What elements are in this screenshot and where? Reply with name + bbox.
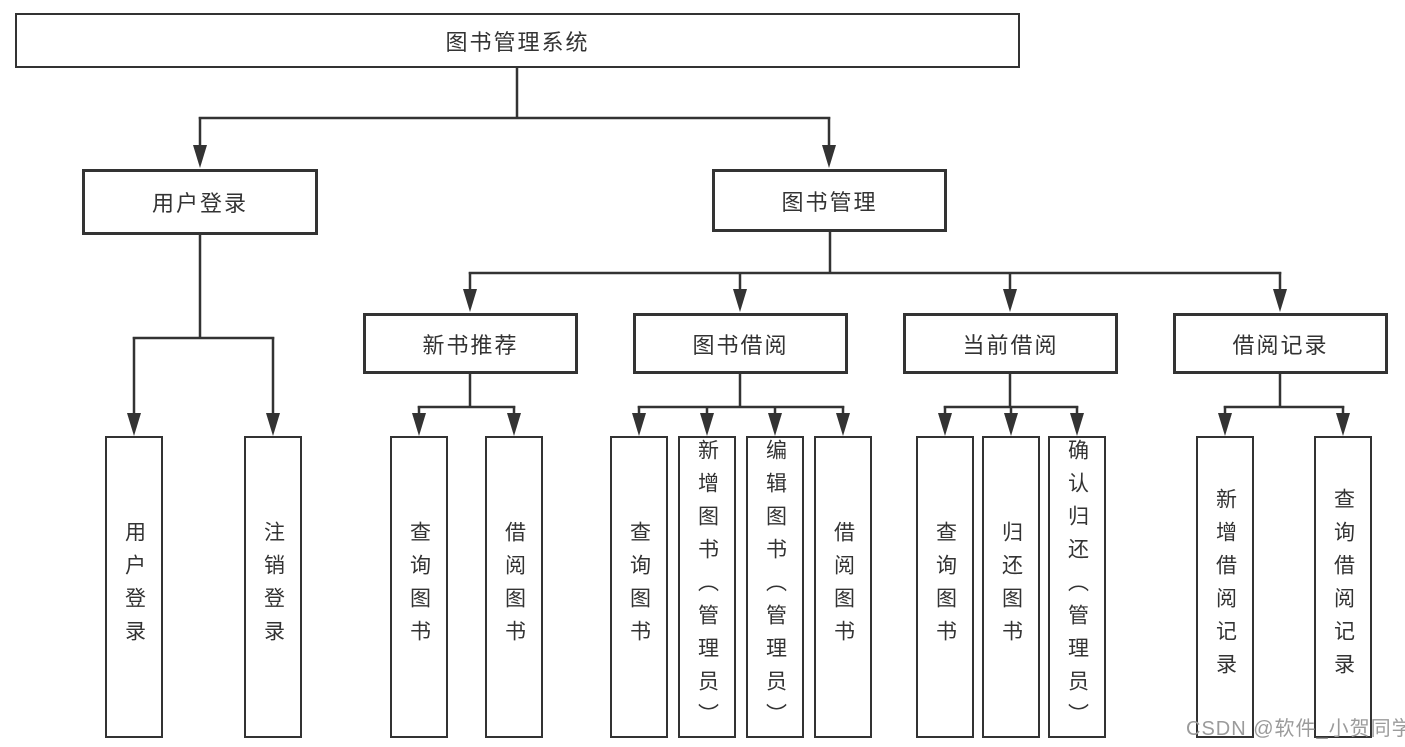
arrowhead-down (1003, 289, 1017, 312)
arrowhead-down (193, 145, 207, 168)
arrowhead-down (938, 413, 952, 436)
leaf-borrow-books: 借阅图书 (814, 436, 872, 738)
node-label: 新书推荐 (422, 332, 519, 358)
node-root: 图书管理系统 (15, 13, 1020, 68)
node-root-label: 图书管理系统 (445, 29, 590, 55)
leaf-label: 新增借阅记录 (1213, 488, 1237, 686)
node-label: 图书借阅 (692, 332, 789, 358)
leaf-label: 查询图书 (933, 521, 957, 653)
arrowhead-down (733, 289, 747, 312)
csdn-watermark: CSDN @软件_小贺同学 (1186, 718, 1405, 740)
leaf-borrow-books-recommend: 借阅图书 (485, 436, 543, 738)
leaf-label: 借阅图书 (502, 521, 526, 653)
node-label: 借阅记录 (1232, 332, 1329, 358)
leaf-query-books-recommend: 查询图书 (390, 436, 448, 738)
leaf-user-login: 用户登录 (105, 436, 163, 738)
arrowhead-down (768, 413, 782, 436)
leaf-query-borrow-record: 查询借阅记录 (1314, 436, 1372, 738)
node-user-login: 用户登录 (82, 169, 318, 235)
node-label: 图书管理 (781, 189, 878, 215)
leaf-label: 新增图书（管理员） (695, 438, 719, 736)
arrowhead-down (412, 413, 426, 436)
leaf-label: 用户登录 (122, 521, 146, 653)
arrowhead-down (1070, 413, 1084, 436)
leaf-edit-book-admin: 编辑图书（管理员） (746, 436, 804, 738)
leaf-label: 注销登录 (261, 521, 285, 653)
node-label: 当前借阅 (962, 332, 1059, 358)
leaf-label: 查询图书 (407, 521, 431, 653)
leaf-logout: 注销登录 (244, 436, 302, 738)
arrowheads (127, 145, 1350, 436)
leaf-return-book: 归还图书 (982, 436, 1040, 738)
arrowhead-down (836, 413, 850, 436)
node-current-borrow: 当前借阅 (903, 313, 1118, 374)
arrowhead-down (1336, 413, 1350, 436)
leaf-label: 归还图书 (999, 521, 1023, 653)
leaf-label: 查询借阅记录 (1331, 488, 1355, 686)
leaf-confirm-return-admin: 确认归还（管理员） (1048, 436, 1106, 738)
arrowhead-down (822, 145, 836, 168)
leaf-label: 编辑图书（管理员） (763, 438, 787, 736)
arrowhead-down (1218, 413, 1232, 436)
leaf-query-books-current: 查询图书 (916, 436, 974, 738)
node-book-management: 图书管理 (712, 169, 947, 232)
arrowhead-down (266, 413, 280, 436)
arrowhead-down (700, 413, 714, 436)
leaf-label: 借阅图书 (831, 521, 855, 653)
leaf-add-book-admin: 新增图书（管理员） (678, 436, 736, 738)
arrowhead-down (507, 413, 521, 436)
arrowhead-down (1273, 289, 1287, 312)
arrowhead-down (127, 413, 141, 436)
node-label: 用户登录 (151, 191, 248, 216)
leaf-add-borrow-record: 新增借阅记录 (1196, 436, 1254, 738)
leaf-label: 查询图书 (627, 521, 651, 653)
node-new-book-recommend: 新书推荐 (363, 313, 578, 374)
arrowhead-down (1004, 413, 1018, 436)
arrowhead-down (632, 413, 646, 436)
node-borrow-records: 借阅记录 (1173, 313, 1388, 374)
node-book-borrow: 图书借阅 (633, 313, 848, 374)
arrowhead-down (463, 289, 477, 312)
leaf-label: 确认归还（管理员） (1065, 438, 1089, 736)
leaf-query-books-borrow: 查询图书 (610, 436, 668, 738)
